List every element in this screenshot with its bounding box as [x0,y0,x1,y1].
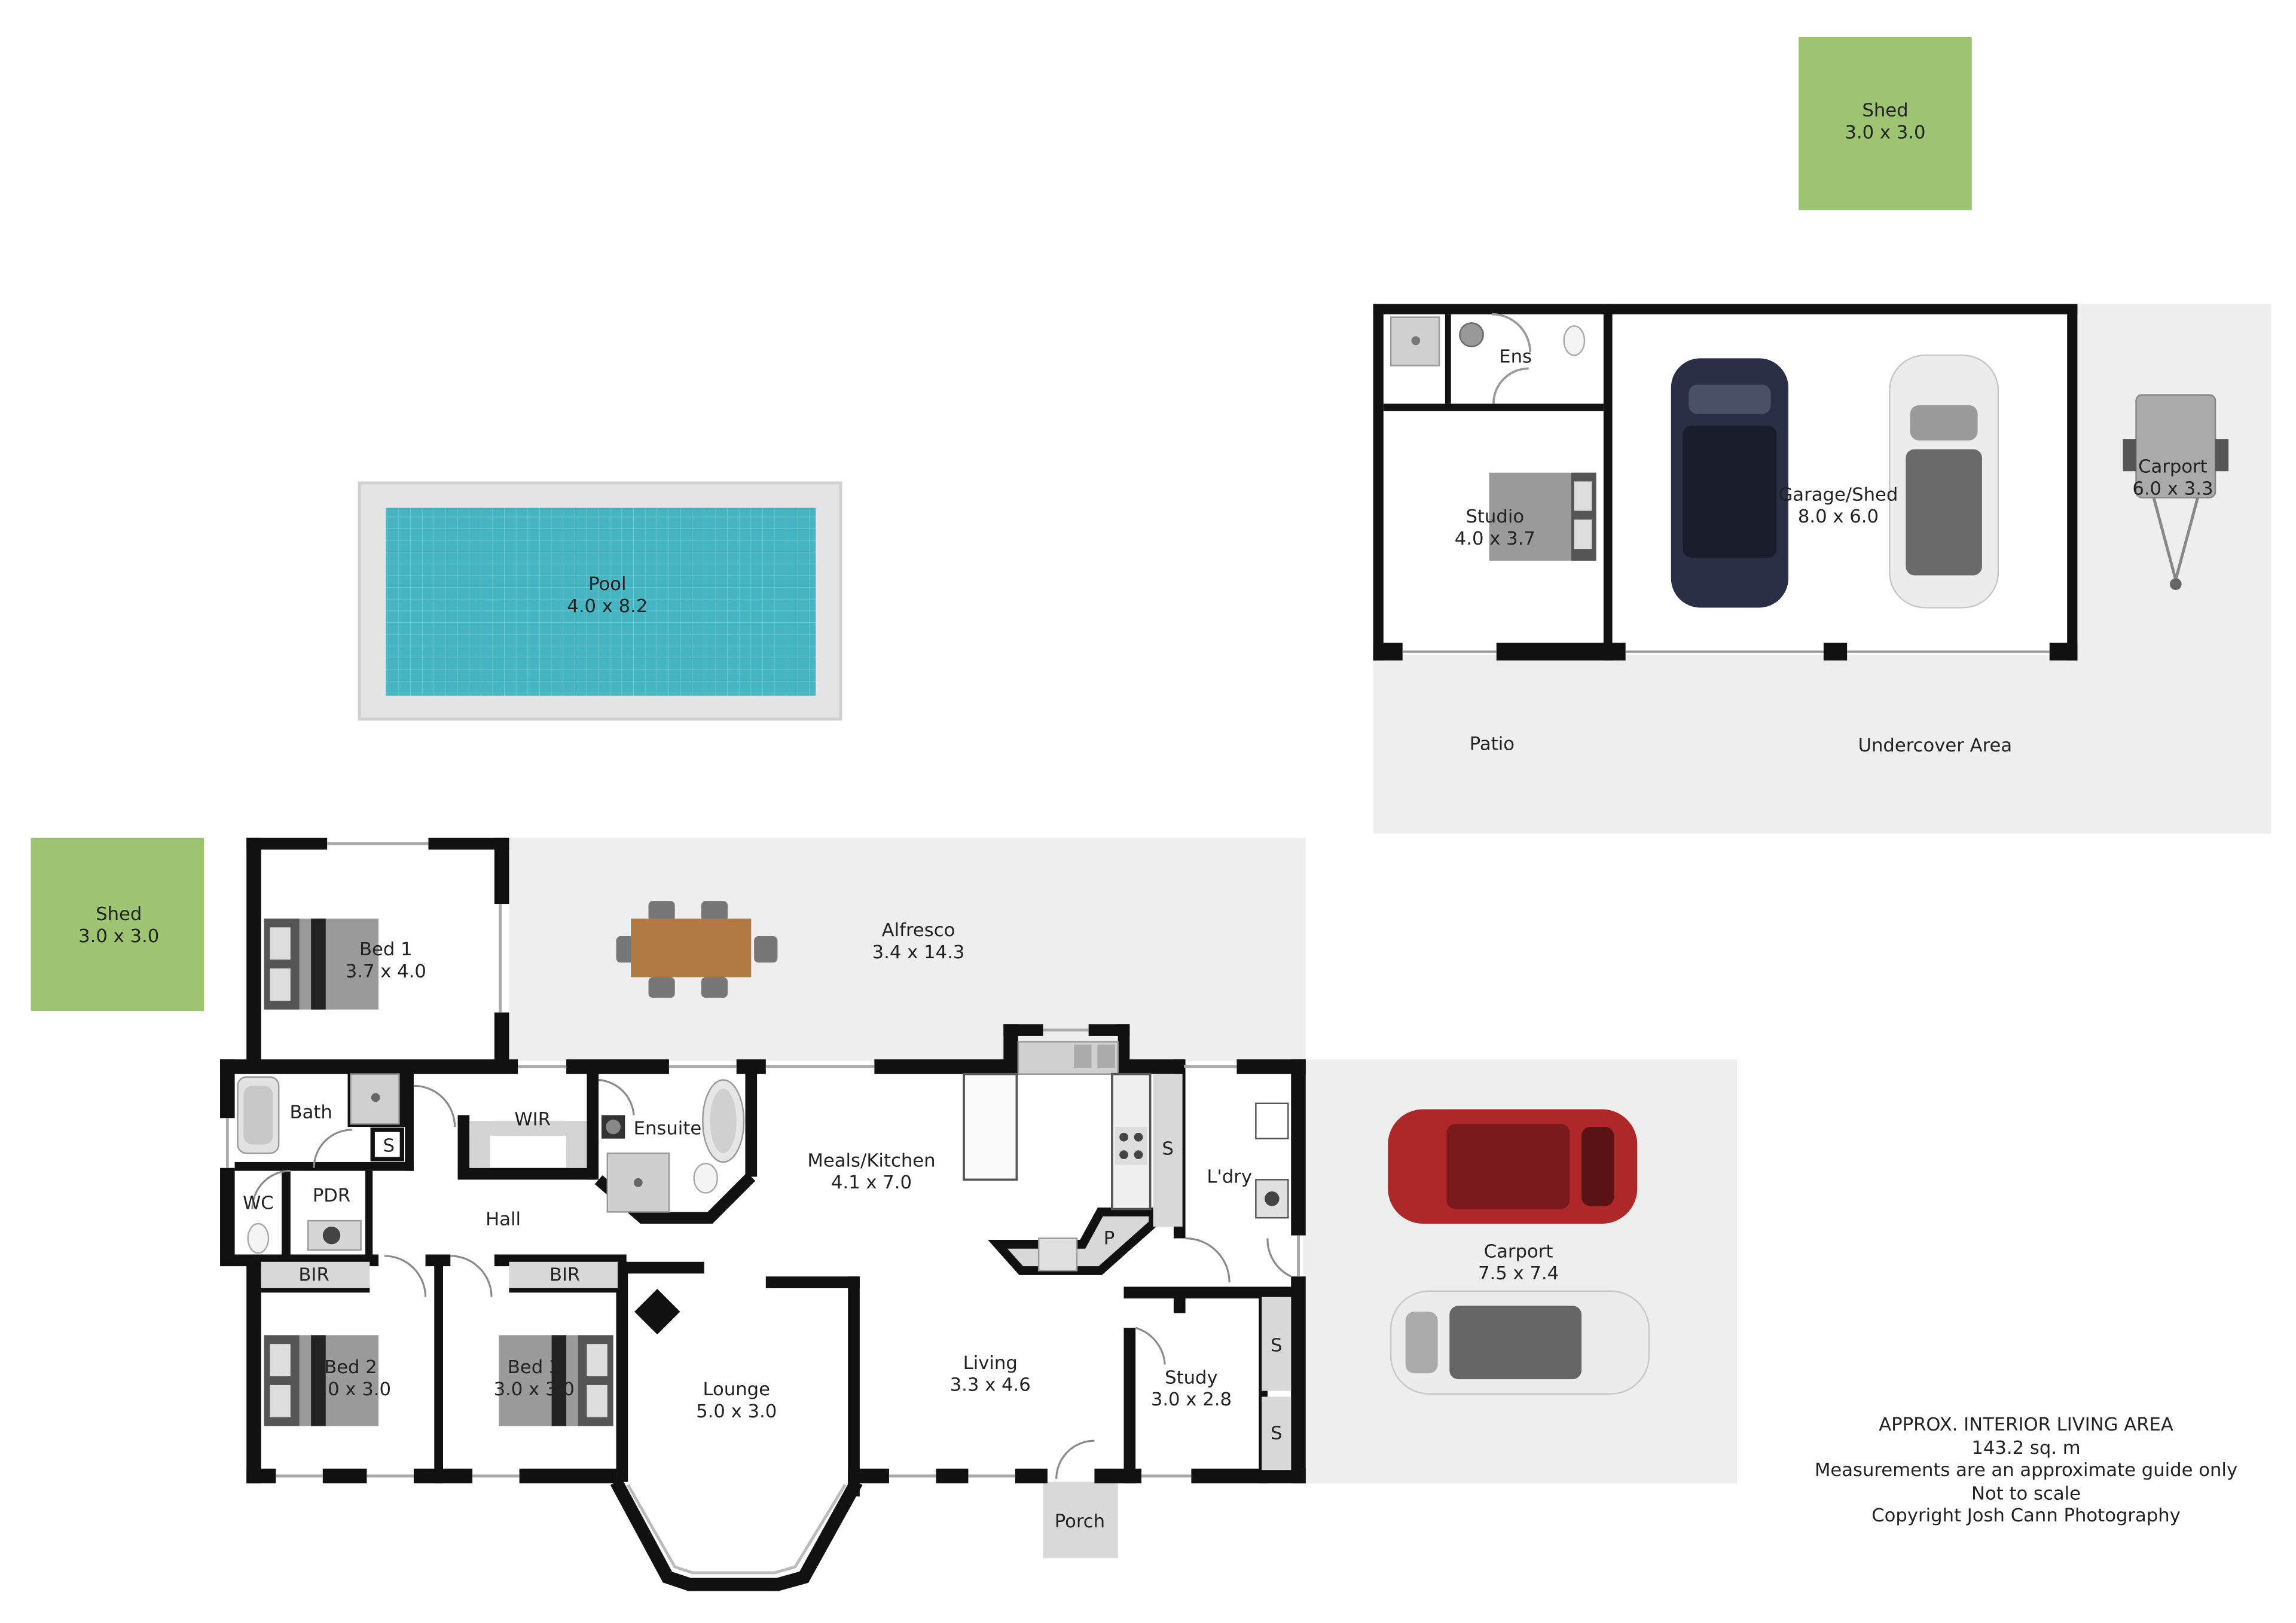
undercover-label: Undercover Area [1858,735,2013,756]
bed3-bed [499,1335,613,1426]
store-cupboard-1 [1262,1297,1292,1391]
carport-top-label: Carport [2138,457,2208,478]
door-swings [251,1078,1292,1479]
note-copyright: Copyright Josh Cann Photography [1871,1505,2181,1526]
carport-car-white [1390,1290,1650,1395]
study-dims: 3.0 x 2.8 [1151,1389,1232,1410]
bath-label: Bath [290,1102,332,1123]
studio-dims: 4.0 x 3.7 [1455,528,1535,549]
lounge-dims: 5.0 x 3.0 [696,1401,777,1422]
carport-car-red [1388,1109,1638,1224]
outbuilding-openings [1402,313,2050,653]
studio-label: Studio [1465,506,1524,527]
alfresco-dining-table [616,901,778,998]
shed-top-label: Shed [1862,100,1908,121]
hall-label: Hall [486,1209,521,1230]
outbuilding-walls [1373,304,2078,661]
garage-label: Garage/Shed [1779,484,1898,505]
living-label: Living [963,1353,1018,1374]
bir-closet-left [261,1261,370,1288]
store-label-study-2: S [1271,1423,1282,1444]
pdr-label: PDR [313,1185,350,1206]
store-cupboard-2 [1262,1396,1292,1471]
bed2-bed [264,1335,379,1426]
lounge-bay-window [610,1478,863,1591]
bed1-dims: 3.7 x 4.0 [346,961,426,982]
kitchen-fixtures [963,1041,1183,1271]
bed1-bed [264,918,379,1010]
wc-label: WC [243,1193,274,1214]
meals-label: Meals/Kitchen [807,1150,935,1171]
meals-dims: 4.1 x 7.0 [831,1172,912,1193]
alfresco-dims: 3.4 x 14.3 [872,942,965,963]
pool-label: Pool [588,574,626,595]
alfresco-label: Alfresco [882,920,955,941]
living-dims: 3.3 x 4.6 [950,1375,1031,1396]
carport-right-label: Carport [1484,1241,1553,1262]
store-label-kitchen: S [1162,1139,1173,1160]
house-walls [220,838,1306,1497]
shed-left [30,838,204,1011]
bir1-label: BIR [298,1265,329,1286]
fireplace [634,1289,680,1335]
ens-fixtures [1390,316,1586,366]
store-label-study-1: S [1271,1335,1282,1356]
trailer [2123,394,2229,590]
porch-area [1043,1481,1118,1558]
pool-dims: 4.0 x 8.2 [567,596,648,617]
note-disclaimer: Measurements are an approximate guide on… [1815,1460,2237,1481]
bed3-dims: 3.0 x 3.0 [494,1379,575,1400]
garage-dims: 8.0 x 6.0 [1798,506,1879,527]
lounge-label: Lounge [703,1379,770,1400]
ens-label: Ens [1499,347,1532,368]
note-scale: Not to scale [1971,1483,2081,1504]
carport-right-dims: 7.5 x 7.4 [1478,1263,1559,1284]
bed2-label: Bed 2 [324,1357,377,1378]
bir2-label: BIR [549,1265,580,1286]
wir-label: WIR [514,1109,551,1130]
bed2-dims: 3.0 x 3.0 [310,1379,391,1400]
shed-top [1799,36,1972,210]
ldry-label: L'dry [1207,1166,1252,1187]
note-area-value: 143.2 sq. m [1971,1438,2080,1459]
laundry-fixtures [1255,1102,1289,1219]
studio-bed [1489,472,1596,561]
store-label-bath: S [383,1136,394,1157]
pool [358,481,842,721]
garage-car-dark [1671,358,1789,608]
shed-left-label: Shed [96,904,142,925]
bir-closet-right [509,1261,618,1288]
pantry-label: P [1104,1228,1115,1249]
bath-fixtures [237,1073,745,1254]
bed3-label: Bed 3 [508,1357,561,1378]
ensuite-label: Ensuite [634,1118,702,1139]
garage-car-white [1889,354,1999,609]
study-label: Study [1165,1367,1218,1388]
outdoor-area-undercover [1373,654,2271,834]
porch-label: Porch [1055,1511,1105,1532]
carport-top-dims: 6.0 x 3.3 [2132,479,2213,500]
note-area-title: APPROX. INTERIOR LIVING AREA [1879,1414,2173,1435]
shed-left-dims: 3.0 x 3.0 [78,926,159,947]
patio-label: Patio [1470,733,1515,754]
wir-shelving [469,1121,587,1168]
bed1-label: Bed 1 [359,939,413,960]
shed-top-dims: 3.0 x 3.0 [1845,122,1925,143]
windows [225,842,1300,1478]
